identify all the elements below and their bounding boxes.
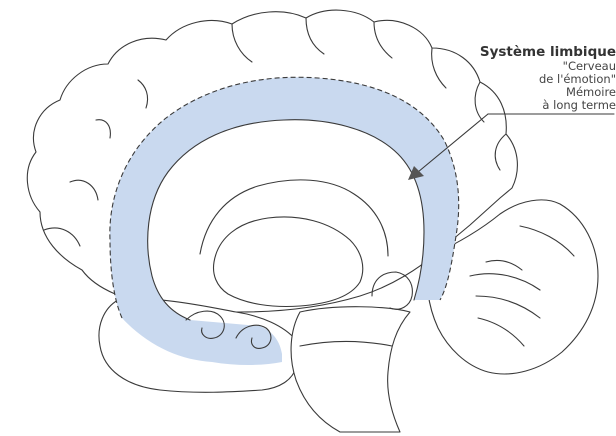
limbic-label: Système limbique "Cerveau de l'émotion" … [446,44,616,112]
brainstem [291,307,410,432]
label-line-4: à long terme [446,99,616,112]
label-title: Système limbique [446,44,616,60]
